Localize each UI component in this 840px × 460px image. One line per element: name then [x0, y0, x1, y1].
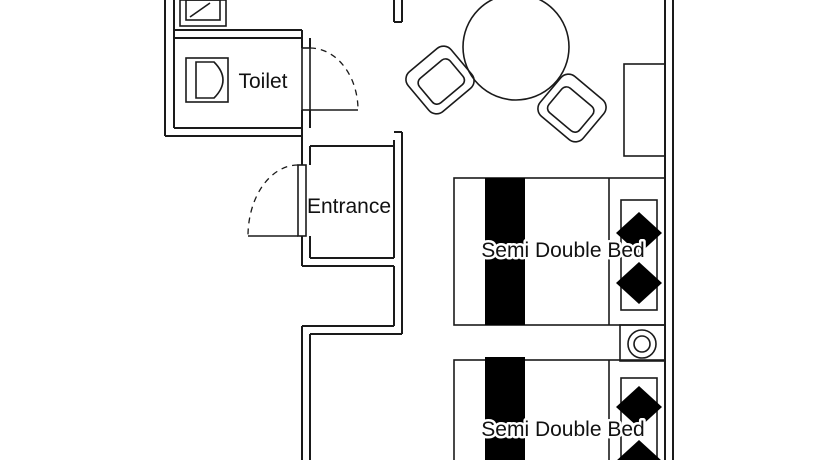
bed-2-label: Semi Double Bed — [481, 418, 644, 441]
bed-1-label: Semi Double Bed — [481, 239, 644, 262]
armchair-right-seat — [546, 86, 595, 133]
round-table — [462, 0, 570, 101]
bed-1-pillow-area — [620, 199, 658, 311]
dining-set — [405, 0, 607, 143]
bed-1 — [453, 177, 666, 326]
toilet-tank — [185, 57, 229, 103]
lamp-inner — [633, 335, 651, 353]
toilet-door-swing-arc — [309, 47, 359, 111]
toilet-fixture — [185, 57, 229, 103]
bed-1-frame — [453, 177, 666, 326]
bed-2-runner — [485, 357, 525, 460]
entrance-label: Entrance — [307, 195, 391, 218]
armchair-right-outer — [537, 73, 607, 143]
wall-desk — [623, 63, 666, 157]
toilet-door — [301, 47, 359, 111]
entrance-door — [247, 164, 307, 237]
washbasin — [179, 0, 227, 27]
entrance-door-swing-arc — [247, 164, 299, 237]
armchair-right — [537, 73, 607, 143]
bed-2 — [453, 357, 666, 460]
washbasin-bowl — [185, 0, 221, 21]
armchair-left — [405, 45, 475, 115]
washbasin-faucet — [189, 2, 211, 18]
toilet-door-leaf — [301, 47, 311, 111]
bed-1-pillow-bottom — [616, 262, 662, 304]
lamp-outer — [627, 329, 657, 359]
armchair-left-seat — [417, 58, 466, 105]
armchair-left-outer — [405, 45, 475, 115]
washbasin-counter — [179, 0, 227, 27]
bed-2-pillow-top — [616, 386, 662, 428]
bed-2-frame — [453, 359, 666, 460]
bed-2-pillow-area — [620, 377, 658, 460]
bed-2-pillow-bottom — [617, 440, 661, 460]
bed-1-runner — [485, 178, 525, 325]
nightstand — [619, 324, 666, 362]
nightstand-top — [619, 324, 666, 362]
bed-1-pillow-top — [616, 212, 662, 254]
toilet-label: Toilet — [238, 70, 287, 93]
walls — [164, 0, 674, 460]
toilet-bowl — [195, 61, 224, 99]
entrance-door-leaf — [297, 164, 307, 237]
